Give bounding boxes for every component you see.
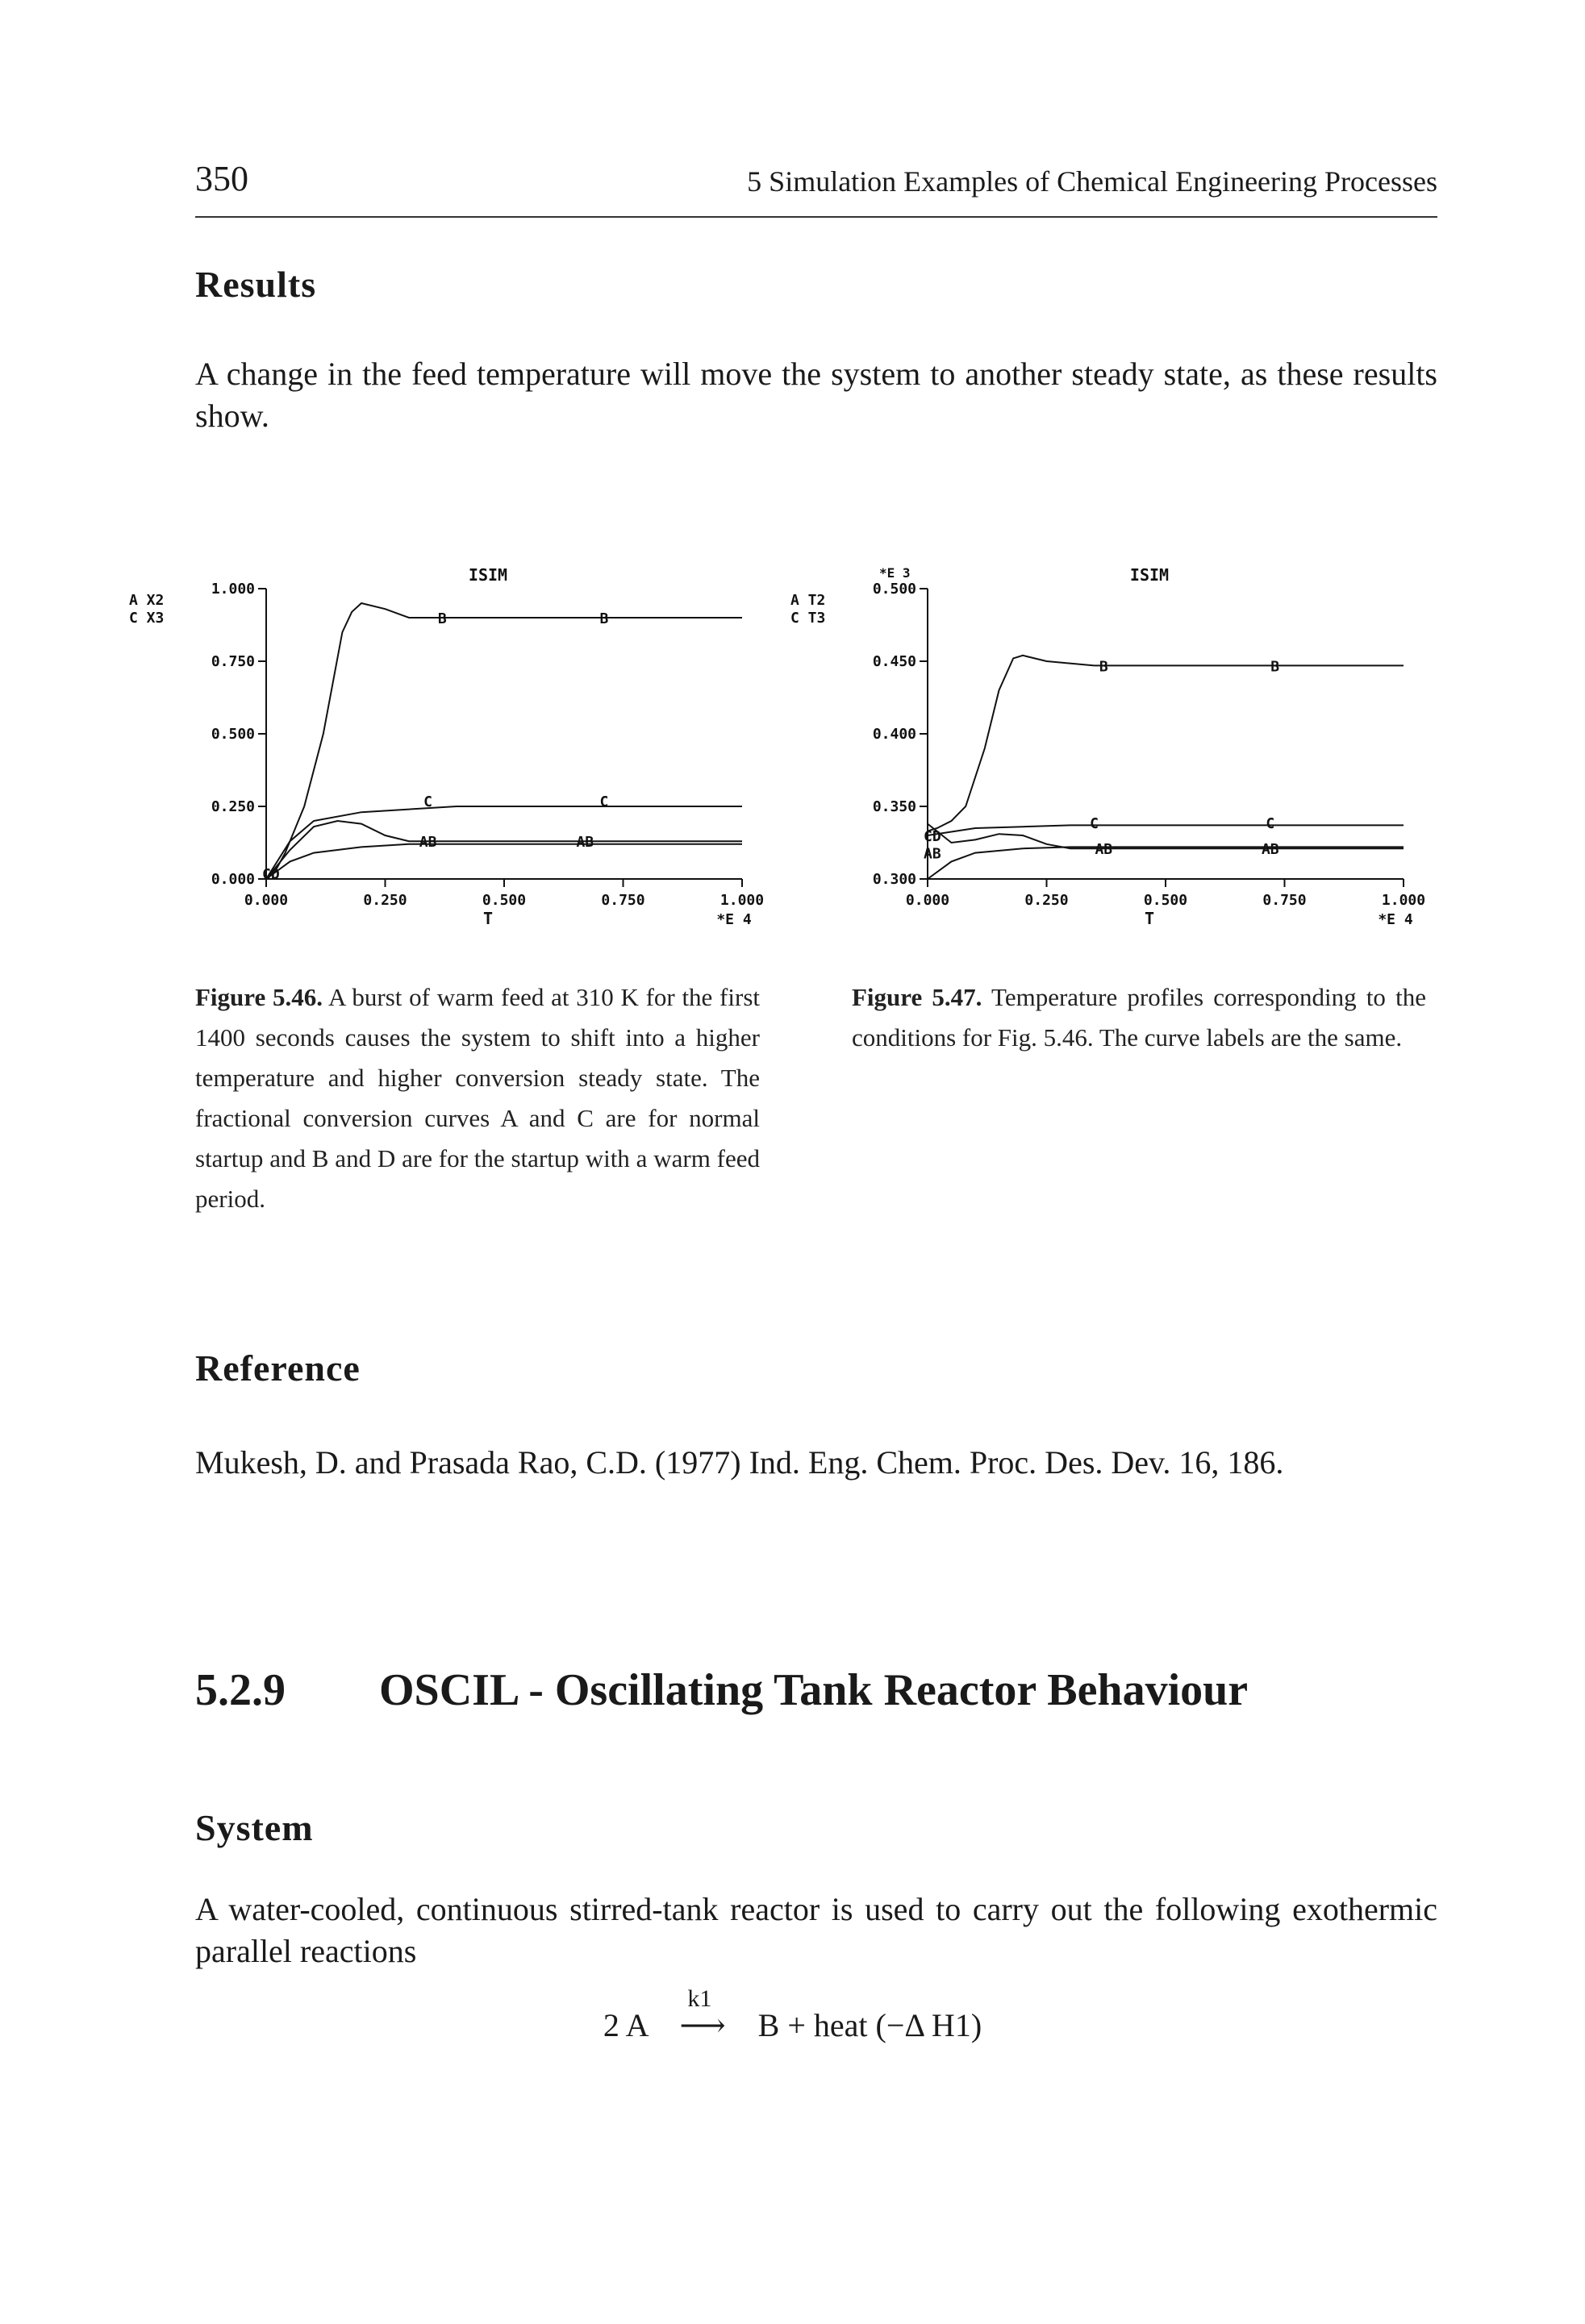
curve-label: C [423, 793, 432, 810]
y-tick-label: 1.000 [211, 581, 255, 598]
results-paragraph: A change in the feed temperature will mo… [195, 356, 1437, 434]
equation-lhs: 2 A [603, 2007, 648, 2043]
reaction-equation: 2 A k1⟶ B + heat (−Δ H1) [0, 1985, 1585, 2044]
x-tick-label: 0.000 [906, 892, 949, 909]
y-tick-label: 0.000 [211, 871, 255, 888]
x-scale-label: *E 4 [1378, 911, 1413, 928]
reference-heading: Reference [195, 1347, 361, 1389]
x-tick-label: 0.750 [1262, 892, 1306, 909]
y-scale-label: *E 3 [879, 565, 911, 581]
x-tick-label: 1.000 [1382, 892, 1425, 909]
section-title: OSCIL - Oscillating Tank Reactor Behavio… [379, 1665, 1249, 1715]
curve-label: C [599, 793, 608, 810]
results-heading: Results [195, 264, 317, 305]
header-rule [195, 216, 1437, 218]
curve-label: B [438, 610, 447, 627]
series-line-c [927, 824, 1404, 836]
curve-label: AB [924, 846, 941, 863]
curve-label: AB [1262, 841, 1279, 858]
curve-label: B [1099, 658, 1108, 675]
figure-5-47-label: Figure 5.47. [852, 983, 982, 1011]
rate-constant-label: k1 [687, 1985, 712, 2012]
equation-rhs: B + heat (−Δ H1) [757, 2007, 982, 2043]
series-line-a [265, 819, 742, 880]
chart-title: ISIM [469, 565, 507, 585]
x-tick-label: 0.500 [482, 892, 526, 909]
running-header: 350 5 Simulation Examples of Chemical En… [195, 158, 1437, 206]
curve-label: C [1090, 815, 1099, 832]
x-tick-label: 0.000 [244, 892, 288, 909]
x-tick-label: 0.250 [363, 892, 407, 909]
figure-5-46-chart: ISIM A X2C X3 1.000 0.750 0.500 0.250 0.000 0.0… [129, 565, 764, 928]
curve-label: B [1270, 658, 1279, 675]
y-tick-label: 0.500 [873, 581, 916, 598]
curve-label: C [1266, 815, 1274, 832]
section-heading: 5.2.9 OSCIL - Oscillating Tank Reactor Be… [195, 1664, 1437, 1716]
series-line-c [265, 806, 742, 880]
y-legend-label: C T3 [790, 610, 825, 627]
y-tick-label: 0.500 [211, 726, 255, 743]
curve-label: B [599, 610, 608, 627]
chapter-title: 5 Simulation Examples of Chemical Engine… [747, 165, 1437, 198]
series-line-b [927, 654, 1404, 832]
figure-5-47-caption: Figure 5.47. Temperature profiles corres… [852, 977, 1426, 1058]
series-line-d [265, 843, 742, 880]
y-legend-label: A T2 [790, 592, 825, 609]
x-tick-label: 1.000 [720, 892, 764, 909]
system-paragraph: A water-cooled, continuous stirred-tank … [195, 1891, 1437, 1969]
y-tick-label: 0.450 [873, 653, 916, 670]
figure-5-46-caption: Figure 5.46. A burst of warm feed at 310… [195, 977, 760, 1219]
y-tick-label: 0.400 [873, 726, 916, 743]
y-tick-label: 0.750 [211, 653, 255, 670]
page-number: 350 [195, 159, 248, 198]
reference-text: Mukesh, D. and Prasada Rao, C.D. (1977) … [195, 1444, 1284, 1481]
y-tick-label: 0.300 [873, 871, 916, 888]
figure-5-46-label: Figure 5.46. [195, 983, 323, 1011]
curve-label: CD [924, 828, 941, 845]
x-tick-label: 0.500 [1144, 892, 1187, 909]
curve-label: AB [419, 834, 437, 851]
y-legend-label: C X3 [129, 610, 164, 627]
y-tick-label: 0.350 [873, 798, 916, 815]
series-line-a [927, 823, 1404, 850]
x-tick-label: 0.250 [1024, 892, 1068, 909]
x-axis-label: T [483, 909, 493, 928]
x-axis-label: T [1145, 909, 1154, 928]
x-scale-label: *E 4 [716, 911, 752, 928]
x-tick-label: 0.750 [601, 892, 644, 909]
curve-label: CD [262, 866, 280, 883]
system-heading: System [195, 1807, 314, 1848]
curve-label: AB [576, 834, 594, 851]
y-legend-label: A X2 [129, 592, 164, 609]
reaction-arrow: k1⟶ [679, 1985, 726, 2043]
figure-5-46-text: A burst of warm feed at 310 K for the fi… [195, 983, 760, 1213]
series-line-d [927, 846, 1404, 880]
curve-label: AB [1095, 841, 1112, 858]
figure-5-47-text: Temperature profiles corresponding to th… [852, 983, 1426, 1052]
series-line-b [265, 602, 742, 880]
chart-title: ISIM [1130, 565, 1169, 585]
section-number: 5.2.9 [195, 1665, 286, 1715]
y-tick-label: 0.250 [211, 798, 255, 815]
